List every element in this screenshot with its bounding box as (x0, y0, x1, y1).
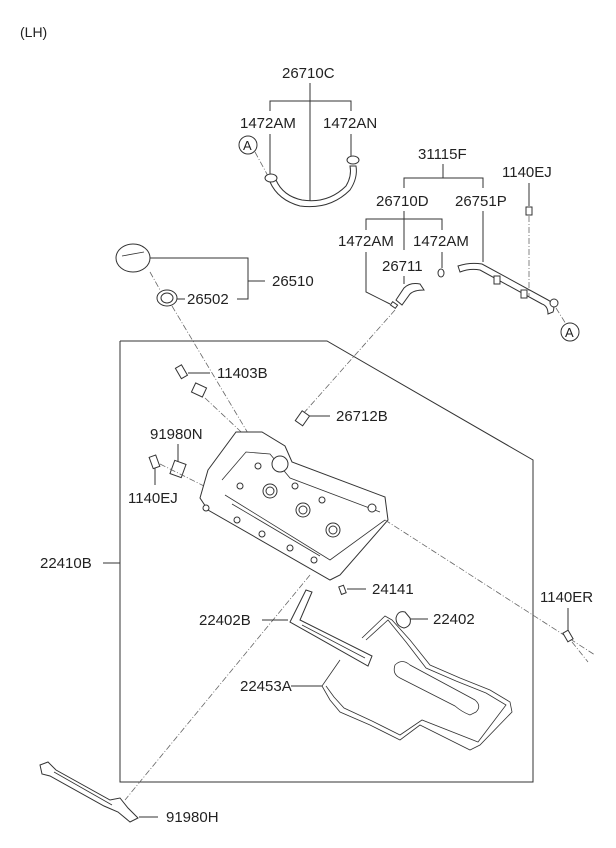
clamp-1472am-mid-left (389, 300, 399, 310)
dash-1140er (571, 641, 589, 663)
oil-cap (115, 243, 151, 273)
bolt-1140er (562, 629, 574, 643)
pipe-boss-1 (493, 275, 501, 285)
dash-pcv (301, 309, 396, 416)
plug-24141 (338, 584, 347, 596)
label-22402b[interactable]: 22402B (199, 612, 251, 629)
pcv-valve (294, 410, 311, 427)
pipe-boss-2 (520, 289, 528, 299)
label-91980h[interactable]: 91980H (166, 809, 219, 826)
label-1472am-mid-right[interactable]: 1472AM (413, 233, 469, 250)
oil-cap-grip (121, 251, 145, 257)
label-26712b[interactable]: 26712B (336, 408, 388, 425)
side-label: (LH) (20, 24, 47, 40)
label-11403b[interactable]: 11403B (217, 365, 268, 382)
gasket-22402 (395, 611, 411, 629)
label-26710c[interactable]: 26710C (282, 65, 335, 82)
label-1140ej-left[interactable]: 1140EJ (128, 490, 178, 507)
ref-circle-a-right[interactable] (560, 322, 580, 342)
gasket-22453a-plug-seals (393, 661, 480, 716)
label-22453a[interactable]: 22453A (240, 678, 292, 695)
cap-gasket-inner (160, 292, 174, 304)
label-26502[interactable]: 26502 (187, 291, 229, 308)
leader-1472am-mid-left (365, 252, 391, 305)
cover-assembly-frame (119, 340, 534, 783)
gasket-22402b (289, 589, 373, 667)
bracket-26710c (269, 100, 352, 111)
bracket-26510 (150, 257, 249, 300)
clamp-1472am-mid-right (437, 268, 445, 278)
sensor (190, 382, 208, 398)
clamp-1472an-top (346, 155, 360, 165)
dash-cap-gasket (149, 271, 161, 291)
gasket-22453a-inner (325, 619, 507, 743)
hose-26710c (269, 165, 357, 208)
hose-26711 (395, 283, 425, 306)
dash-a-right (555, 307, 567, 325)
label-26711[interactable]: 26711 (382, 258, 423, 275)
label-26751p[interactable]: 26751P (455, 193, 507, 210)
label-24141[interactable]: 24141 (372, 581, 414, 598)
dash-a-top (254, 151, 269, 177)
label-26710d[interactable]: 26710D (376, 193, 429, 210)
pipe-end-fitting (549, 298, 559, 308)
label-22402[interactable]: 22402 (433, 611, 475, 628)
label-1140er[interactable]: 1140ER (540, 589, 593, 606)
label-1472am-top[interactable]: 1472AM (240, 115, 296, 132)
bolt-1140ej-top (525, 206, 533, 216)
dash-bracket (159, 463, 209, 489)
gasket-22453a (321, 615, 513, 751)
ref-a-right: A (565, 325, 574, 340)
gasket-22402b-inner (301, 624, 366, 659)
bolt-11403b (174, 364, 189, 380)
label-1472an-top[interactable]: 1472AN (323, 115, 377, 132)
cylinder-head-cover (199, 431, 389, 581)
dash-cover-bolt (384, 519, 596, 656)
bracket-31115f (403, 177, 484, 188)
bracket-26710d (365, 218, 443, 230)
label-22410b[interactable]: 22410B (40, 555, 92, 572)
label-31115f[interactable]: 31115F (418, 146, 467, 163)
bolt-1140ej-left (148, 454, 161, 470)
clamp-1472am-top (264, 173, 278, 183)
label-26510[interactable]: 26510 (272, 273, 314, 290)
bracket-91980h-inner (53, 771, 113, 806)
bracket-91980n (169, 459, 187, 479)
ref-circle-a-top[interactable] (238, 135, 258, 155)
ref-a-top: A (243, 138, 252, 153)
label-1140ej-top[interactable]: 1140EJ (502, 164, 552, 181)
label-1472am-mid-left[interactable]: 1472AM (338, 233, 394, 250)
label-91980n[interactable]: 91980N (150, 426, 203, 443)
pipe-26751p (457, 262, 555, 315)
dash-bottom-bracket (124, 574, 311, 801)
